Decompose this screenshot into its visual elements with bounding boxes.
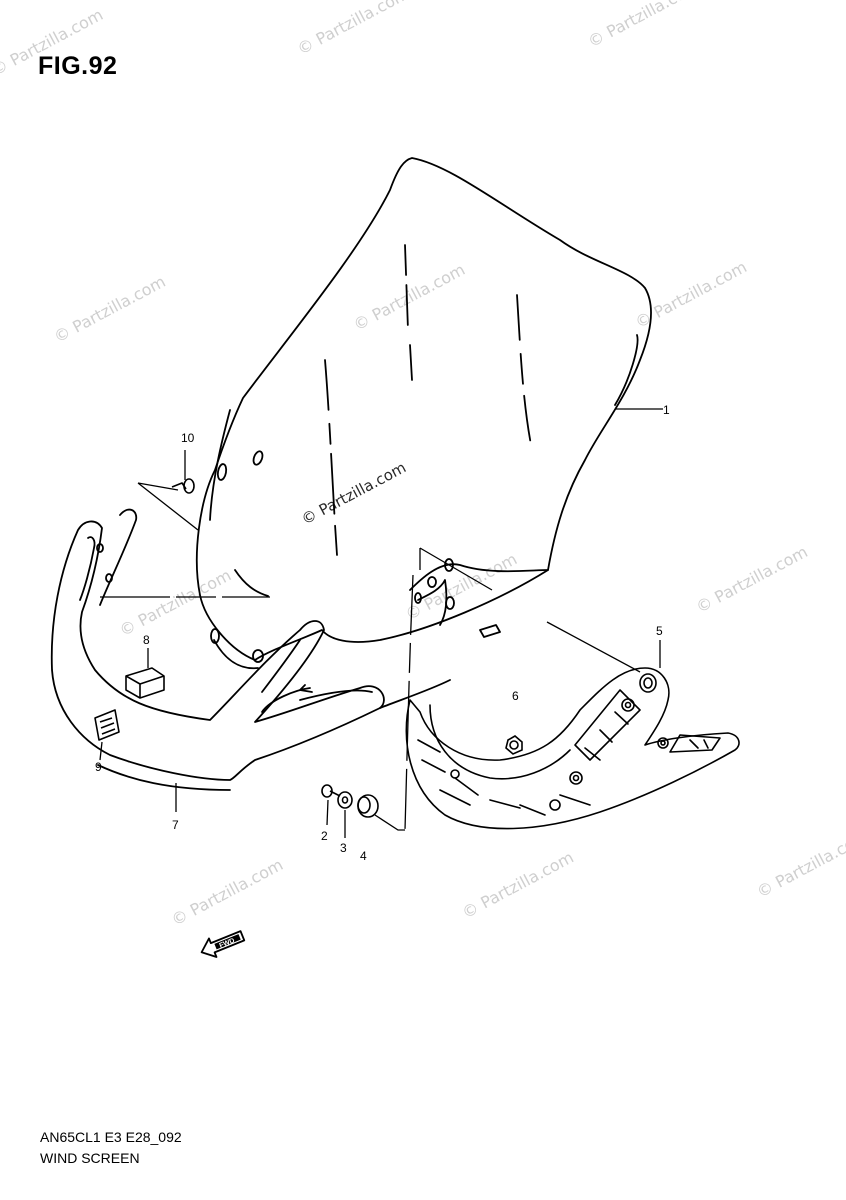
callout-8: 8	[143, 633, 150, 647]
windscreen-part	[195, 157, 652, 670]
callout-5: 5	[656, 624, 663, 638]
screw-10-part	[171, 478, 195, 494]
cushion-part	[125, 667, 165, 699]
watermark-center: © Partzilla.com	[298, 458, 409, 528]
clip-part	[94, 709, 120, 741]
figure-name: WIND SCREEN	[40, 1150, 140, 1166]
watermark: © Partzilla.com	[294, 0, 412, 59]
watermark-layer: © Partzilla.com © Partzilla.com © Partzi…	[0, 0, 846, 930]
leader-lines	[99, 408, 663, 838]
callout-10: 10	[181, 431, 195, 445]
watermark: © Partzilla.com	[0, 5, 106, 80]
watermark: © Partzilla.com	[754, 827, 846, 902]
screw-part	[505, 735, 523, 755]
fasteners-part	[321, 784, 379, 818]
callout-9: 9	[95, 760, 102, 774]
callout-1: 1	[663, 403, 670, 417]
callout-6: 6	[512, 689, 519, 703]
grommet-part	[639, 673, 657, 693]
figure-title: FIG.92	[38, 52, 118, 80]
callout-3: 3	[340, 841, 347, 855]
watermark: © Partzilla.com	[168, 855, 286, 930]
callout-4: 4	[360, 849, 367, 863]
front-direction-arrow-icon: FWD	[200, 930, 246, 958]
watermark: © Partzilla.com	[459, 848, 577, 923]
callout-7: 7	[172, 818, 179, 832]
watermark: © Partzilla.com	[51, 272, 169, 347]
frame-part	[50, 508, 549, 791]
figure-code: AN65CL1 E3 E28_092	[40, 1129, 182, 1145]
watermark: © Partzilla.com	[632, 257, 750, 332]
watermark: © Partzilla.com	[585, 0, 703, 51]
callout-2: 2	[321, 829, 328, 843]
watermark: © Partzilla.com	[350, 260, 468, 335]
watermark: © Partzilla.com	[693, 542, 811, 617]
under-bracket-part	[405, 667, 740, 830]
